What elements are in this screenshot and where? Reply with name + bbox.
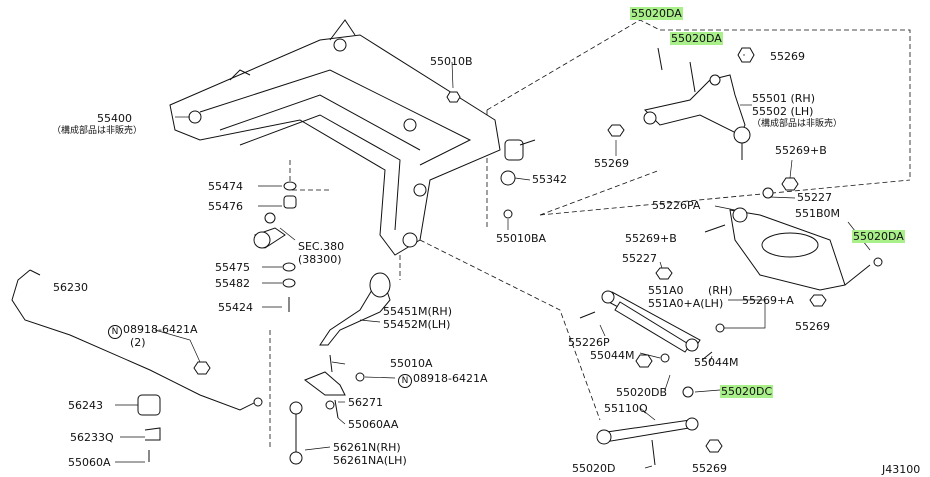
label-55020DC[interactable]: 55020DC bbox=[720, 385, 774, 398]
label-55020DB[interactable]: 55020DB bbox=[616, 386, 668, 399]
label-55269A[interactable]: 55269+A bbox=[742, 294, 794, 307]
stabilizer-link-drawing bbox=[289, 371, 346, 465]
label-55400[interactable]: 55400 bbox=[97, 112, 132, 125]
label-sec380-code: (38300) bbox=[298, 253, 342, 266]
label-55020DA-2[interactable]: 55020DA bbox=[670, 32, 723, 45]
label-55020D[interactable]: 55020D bbox=[572, 462, 616, 475]
label-55452M[interactable]: 55452M(LH) bbox=[383, 318, 451, 331]
label-55044M-right[interactable]: 55044M bbox=[694, 356, 739, 369]
label-55400-note: （構成部品は非販売） bbox=[52, 126, 143, 136]
lateral-link-drawing bbox=[596, 354, 723, 466]
n-circle-icon: N bbox=[398, 374, 412, 388]
label-55475[interactable]: 55475 bbox=[215, 261, 250, 274]
label-56261N[interactable]: 56261N(RH) bbox=[333, 441, 401, 454]
label-55502[interactable]: 55502 (LH) bbox=[752, 105, 814, 118]
label-55269B-left[interactable]: 55269+B bbox=[625, 232, 677, 245]
label-55227-left[interactable]: 55227 bbox=[622, 252, 657, 265]
label-55476[interactable]: 55476 bbox=[208, 200, 243, 213]
n-circle-icon: N bbox=[108, 325, 122, 339]
label-sec380[interactable]: SEC.380 bbox=[298, 240, 345, 253]
label-55269-right2[interactable]: 55269 bbox=[795, 320, 830, 333]
label-55044M-left[interactable]: 55044M bbox=[590, 349, 635, 362]
label-55020DA-top[interactable]: 55020DA bbox=[630, 7, 683, 20]
label-55010A[interactable]: 55010A bbox=[390, 357, 433, 370]
label-55269-top[interactable]: 55269 bbox=[770, 50, 805, 63]
label-55269-mid[interactable]: 55269 bbox=[594, 157, 629, 170]
label-551A0A[interactable]: 551A0+A(LH) bbox=[648, 297, 724, 310]
label-55060A[interactable]: 55060A bbox=[68, 456, 111, 469]
label-55020DA-right[interactable]: 55020DA bbox=[852, 230, 905, 243]
lower-arm-drawing bbox=[704, 177, 883, 307]
label-56261NA[interactable]: 56261NA(LH) bbox=[333, 454, 407, 467]
trailing-arm-drawing bbox=[319, 272, 391, 382]
label-55501[interactable]: 55501 (RH) bbox=[752, 92, 815, 105]
label-55060AA[interactable]: 55060AA bbox=[348, 418, 399, 431]
label-56233Q[interactable]: 56233Q bbox=[70, 431, 114, 444]
stabilizer-bar-drawing bbox=[11, 269, 263, 462]
label-55269B-right[interactable]: 55269+B bbox=[775, 144, 827, 157]
label-55110Q[interactable]: 55110Q bbox=[604, 402, 648, 415]
label-55010BA[interactable]: 55010BA bbox=[496, 232, 547, 245]
label-551A0[interactable]: 551A0 bbox=[648, 284, 684, 297]
subframe-drawing bbox=[169, 19, 536, 256]
label-55474[interactable]: 55474 bbox=[208, 180, 243, 193]
label-56230[interactable]: 56230 bbox=[53, 281, 88, 294]
label-56243[interactable]: 56243 bbox=[68, 399, 103, 412]
label-55451M[interactable]: 55451M(RH) bbox=[383, 305, 452, 318]
label-55482[interactable]: 55482 bbox=[215, 277, 250, 290]
label-55226P[interactable]: 55226P bbox=[568, 336, 610, 349]
label-56271[interactable]: 56271 bbox=[348, 396, 383, 409]
leader-lines bbox=[115, 54, 871, 469]
label-55502-note: （構成部品は非販売） bbox=[752, 119, 843, 129]
label-55226PA[interactable]: 55226PA bbox=[652, 199, 701, 212]
upper-arm-drawing bbox=[607, 47, 755, 160]
label-55424[interactable]: 55424 bbox=[218, 301, 253, 314]
label-55010B[interactable]: 55010B bbox=[430, 55, 473, 68]
bushing-parts-drawing bbox=[253, 91, 516, 312]
label-551A0-rh: (RH) bbox=[708, 284, 733, 297]
label-55227-right[interactable]: 55227 bbox=[797, 191, 832, 204]
label-08918-qty-1: (2) bbox=[130, 336, 146, 349]
link-rods-drawing bbox=[579, 267, 725, 363]
figure-code: J43100 bbox=[882, 463, 921, 476]
label-551B0M[interactable]: 551B0M bbox=[795, 207, 841, 220]
label-55342[interactable]: 55342 bbox=[532, 173, 567, 186]
label-55269-bottom[interactable]: 55269 bbox=[692, 462, 727, 475]
